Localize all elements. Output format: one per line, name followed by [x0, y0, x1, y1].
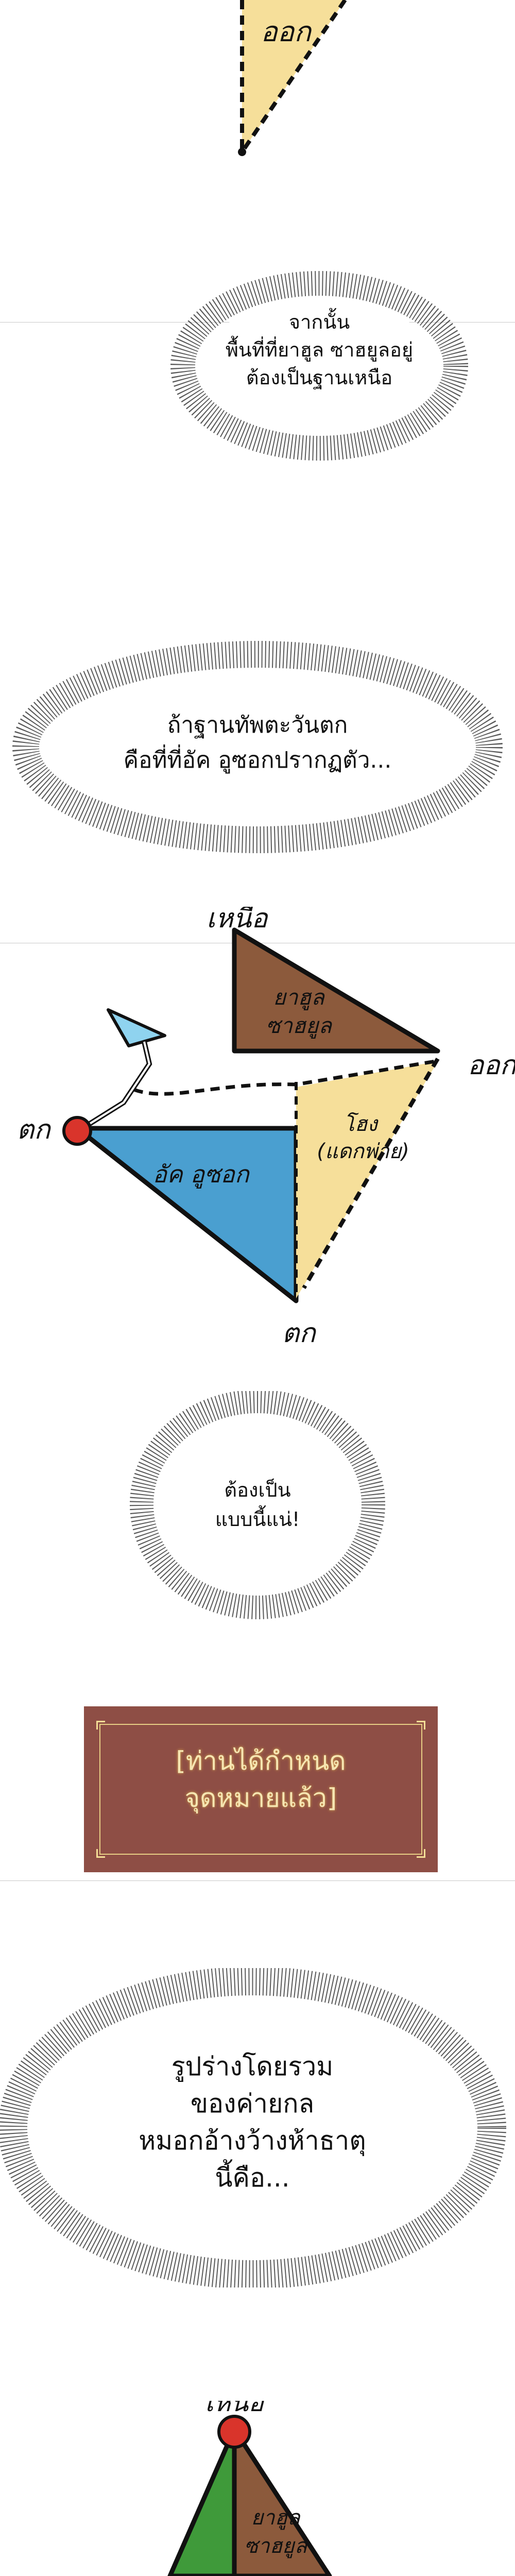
flag-icon	[81, 1008, 166, 1131]
speech-bubble-2: ถ้าฐานทัพตะวันตก คือที่ที่อัค อูซอกปรากฏ…	[12, 641, 503, 853]
bubble-3-line-1: ต้องเป็น	[224, 1478, 290, 1501]
bubble-2-line-2: คือที่ที่อัค อูซอกปรากฏตัว...	[124, 744, 392, 774]
speech-bubble-4: รูปร่างโดยรวม ของค่ายกล หมอกอ้างว้างห้าธ…	[0, 1968, 506, 2287]
frame-corner-icon	[417, 1721, 425, 1730]
map-2-label-north: เหนือ	[205, 2401, 265, 2417]
frame-corner-icon	[417, 1849, 425, 1858]
frame-corner-icon	[96, 1721, 105, 1730]
speech-bubble-3: ต้องเป็น แบบนี้แน่!	[130, 1391, 385, 1619]
panel-bubble-4: รูปร่างโดยรวม ของค่ายกล หมอกอ้างว้างห้าธ…	[0, 1968, 515, 2287]
panel-bubble-1: จากนั้น พื้นที่ที่ยาฮูล ซาฮยูลอยู่ ต้องเ…	[0, 216, 515, 526]
frame-corner-icon	[96, 1849, 105, 1858]
speech-bubble-1: จากนั้น พื้นที่ที่ยาฮูล ซาฮยูลอยู่ ต้องเ…	[170, 271, 468, 461]
bubble-1-line-2: พื้นที่ที่ยาฮูล ซาฮยูลอยู่	[226, 335, 413, 362]
location-marker-icon	[217, 2415, 251, 2449]
map-2-region-north-line-1: ยาฮูล	[251, 2506, 301, 2530]
map-1-region-north-line-1: ยาฮูล	[273, 985, 325, 1010]
system-message-window: [ท่านได้กำหนด จุดหมายแล้ว]	[84, 1706, 438, 1872]
bubble-4-line-1: รูปร่างโดยรวม	[171, 2052, 333, 2082]
map-2-region-north-line-2: ซาฮยูล	[244, 2534, 308, 2558]
panel-map-1: เหนือ ออก ตก ตก ยาฮูล ซาฮยูล อัค อูซอก โ…	[0, 907, 515, 1370]
bubble-4-line-4: นี้คือ...	[215, 2159, 289, 2193]
bubble-4-line-3: หมอกอ้างว้างห้าธาตุ	[139, 2126, 366, 2156]
map-1-label-west: ตก	[16, 1114, 52, 1145]
bubble-1-line-1: จากนั้น	[289, 308, 350, 333]
map-1-region-east-line-1: โฮง	[344, 1112, 379, 1136]
panel-bubble-2: ถ้าฐานทัพตะวันตก คือที่ที่อัค อูซอกปรากฏ…	[0, 618, 515, 907]
location-marker-icon	[62, 1116, 92, 1146]
map-1-label-south: ตก	[282, 1318, 317, 1349]
panel-map-2: เหนือ ยาฮูล ซาฮยูล	[0, 2401, 515, 2576]
system-message-text: [ท่านได้กำหนด จุดหมายแล้ว]	[84, 1742, 438, 1817]
bubble-2-line-1: ถ้าฐานทัพตะวันตก	[167, 712, 348, 738]
map-1-label-north: เหนือ	[207, 907, 269, 934]
map-1-region-north-line-2: ซาฮยูล	[266, 1013, 333, 1039]
panel-divider	[0, 1880, 515, 1881]
map-1-region-west-label: อัค อูซอก	[152, 1160, 250, 1189]
label-east-top: ออก	[261, 15, 312, 48]
bubble-1-line-3: ต้องเป็นฐานเหนือ	[246, 366, 392, 389]
five-element-map: เหนือ ออก ตก ตก ยาฮูล ซาฮยูล อัค อูซอก โ…	[16, 907, 515, 1349]
map-region-west	[75, 1126, 299, 1303]
map-1-region-east-line-2: (แดกพ่าย)	[317, 1140, 409, 1163]
map-2-region-west	[167, 2427, 237, 2576]
panel-triangle-tip: ออก	[0, 0, 515, 165]
bubble-4-line-2: ของค่ายกล	[191, 2089, 314, 2119]
map-region-north	[232, 927, 440, 1054]
triangle-tip-drawing: ออก	[238, 0, 347, 156]
map-2-region-north	[232, 2427, 332, 2576]
map-1-label-east: ออก	[468, 1050, 515, 1081]
system-message-line-1: [ท่านได้กำหนด	[176, 1746, 346, 1776]
panel-bubble-3: ต้องเป็น แบบนี้แน่!	[0, 1391, 515, 1649]
bubble-3-line-2: แบบนี้แน่!	[215, 1505, 300, 1531]
system-message-frame	[96, 1721, 425, 1858]
system-message-line-2: จุดหมายแล้ว]	[184, 1783, 337, 1813]
pentagon-map-partial: เหนือ ยาฮูล ซาฮยูล	[167, 2401, 332, 2576]
